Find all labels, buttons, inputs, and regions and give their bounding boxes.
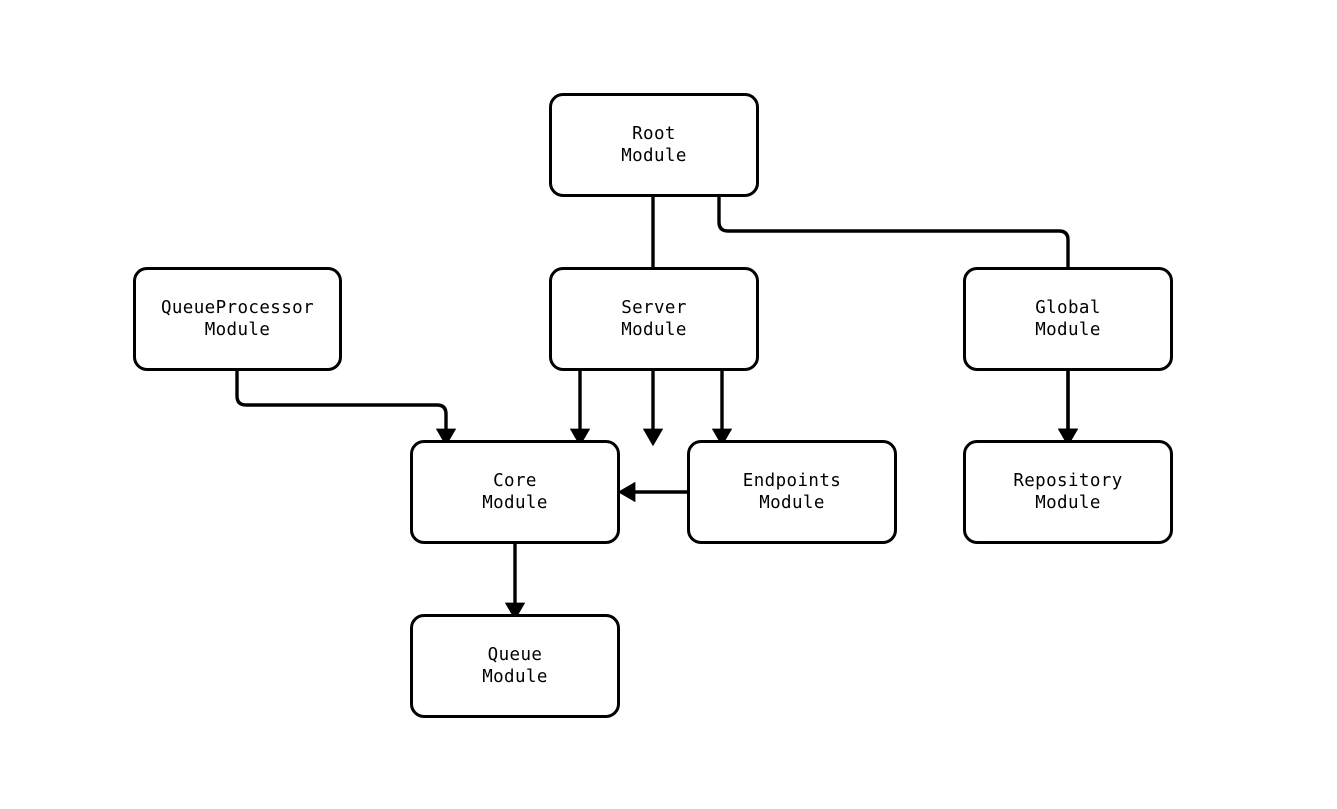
node-global-subtitle: Module <box>1035 320 1101 340</box>
node-core-title: Core <box>493 471 537 491</box>
node-repository-title: Repository <box>1013 471 1123 491</box>
node-server-title: Server <box>621 298 687 318</box>
node-queue-subtitle: Module <box>482 667 548 687</box>
edge-queueprocessor-core <box>235 371 457 447</box>
node-core-subtitle: Module <box>482 493 548 513</box>
node-queueprocessor-subtitle: Module <box>204 320 271 340</box>
node-endpoints-title: Endpoints <box>742 471 842 491</box>
node-queueprocessor-title: QueueProcessor <box>160 298 315 318</box>
node-root-subtitle: Module <box>621 146 687 166</box>
node-endpoints-subtitle: Module <box>759 493 825 513</box>
node-root-title: Root <box>632 124 676 144</box>
node-repository-subtitle: Module <box>1035 493 1101 513</box>
node-queue-title: Queue <box>487 645 543 665</box>
node-global-title: Global <box>1035 298 1101 318</box>
node-server-subtitle: Module <box>621 320 687 340</box>
